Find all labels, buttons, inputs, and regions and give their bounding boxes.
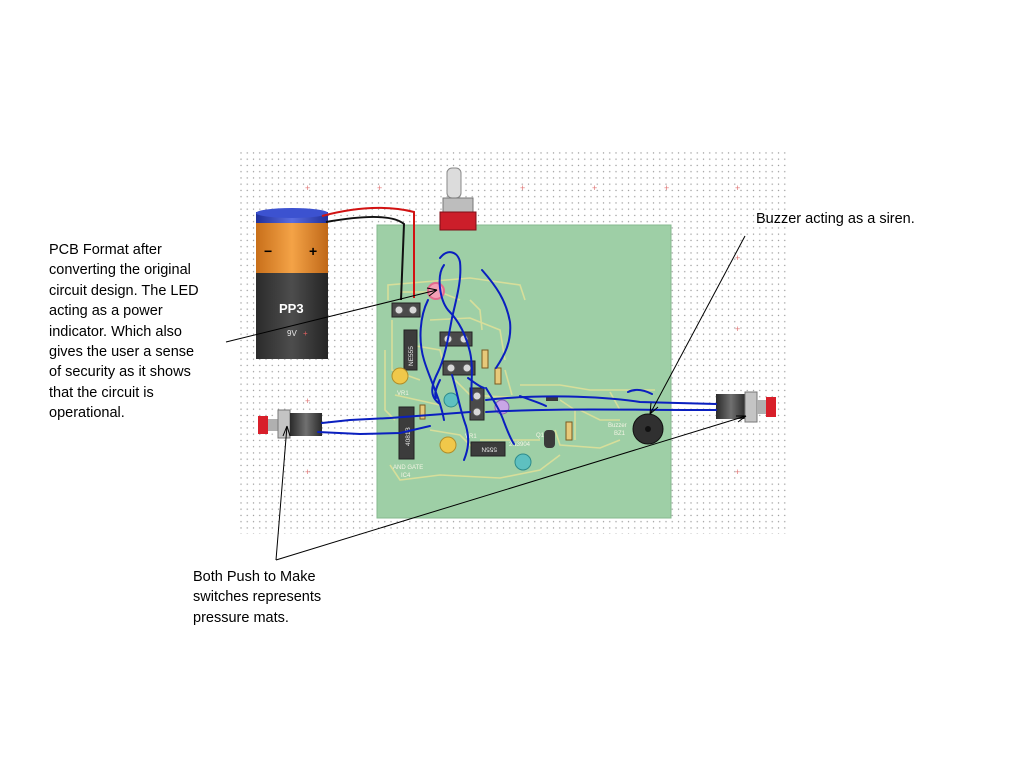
svg-text:+: + [377, 183, 382, 193]
battery-plus: + [309, 243, 317, 259]
note-line: pressure mats. [193, 609, 289, 626]
battery-voltage: 9V [287, 329, 297, 338]
ic-555n-label: 555N [481, 445, 497, 452]
svg-text:+: + [735, 183, 740, 193]
push-switch-right [716, 391, 776, 423]
note-line: Both Push to Make [193, 569, 316, 585]
label-ic2-caption-1: AND GATE [393, 465, 423, 471]
note-line: circuit design. The LED [49, 282, 199, 299]
note-line: converting the original [49, 262, 191, 279]
pcb-board [376, 224, 672, 519]
svg-text:+: + [305, 467, 310, 477]
battery-voltage-plus: + [303, 329, 308, 338]
battery-minus: − [264, 243, 272, 259]
battery-black-wire [325, 216, 406, 301]
label-q1: Q1 [536, 433, 545, 439]
label-part-no: 2N3904 [509, 442, 531, 448]
arrow-switch-left [282, 425, 291, 437]
note-buzzer: Buzzer acting as a siren. [756, 209, 915, 229]
note-line: PCB Format after [49, 242, 162, 258]
label-vr2: VR1 [465, 434, 477, 440]
note-line: gives the user a sense [49, 344, 195, 361]
svg-text:+: + [305, 183, 310, 193]
svg-text:+: + [735, 324, 740, 334]
arrow-buzzer [649, 402, 659, 415]
label-ic2-caption-2: IC4 [401, 473, 411, 479]
diode [546, 396, 558, 401]
transistor-q1 [544, 430, 555, 448]
note-line: that the circuit is [49, 384, 154, 401]
note-line: acting as a power [49, 303, 163, 320]
leader-switch-right [275, 415, 747, 561]
note-line: Buzzer acting as a siren. [756, 211, 915, 227]
note-pcb-format: PCB Format after converting the original… [49, 240, 199, 424]
battery-pp3: − + PP3 9V + [256, 208, 328, 359]
ic-4081b-label: 4081B [405, 427, 412, 446]
svg-text:+: + [592, 183, 597, 193]
arrow-switch-right [736, 415, 747, 423]
note-line: operational. [49, 405, 125, 422]
svg-text:+: + [305, 396, 310, 406]
battery-model: PP3 [279, 301, 304, 316]
note-line: switches represents [193, 589, 322, 606]
ic-ne555-label: NE555 [408, 346, 415, 366]
annotation-leaders [225, 235, 747, 561]
label-vr1: VR1 [397, 391, 409, 397]
hand-drawn-wires [317, 251, 717, 461]
resistors [419, 349, 573, 441]
note-push-switches: Both Push to Make switches represents pr… [193, 567, 321, 628]
svg-text:+: + [664, 183, 669, 193]
note-line: of security as it shows [49, 364, 191, 381]
svg-text:+: + [520, 183, 525, 193]
pcb-traces [384, 277, 655, 481]
svg-text:+: + [735, 253, 740, 263]
buzzer [632, 413, 664, 445]
ic-ne555: NE555 [403, 329, 418, 371]
ic-555n: 555N [470, 441, 506, 457]
push-switch-left [258, 409, 322, 439]
battery-red-wire [321, 206, 415, 298]
leader-led [225, 289, 438, 343]
note-line: indicator. Which also [49, 323, 182, 340]
leader-switch-left [275, 425, 288, 561]
toggle-switch [439, 167, 477, 231]
svg-text:+: + [735, 467, 740, 477]
label-bz1: BZ1 [614, 431, 626, 437]
label-buzzer: Buzzer [608, 423, 627, 429]
arrow-led [426, 287, 438, 297]
leader-buzzer [649, 235, 746, 415]
